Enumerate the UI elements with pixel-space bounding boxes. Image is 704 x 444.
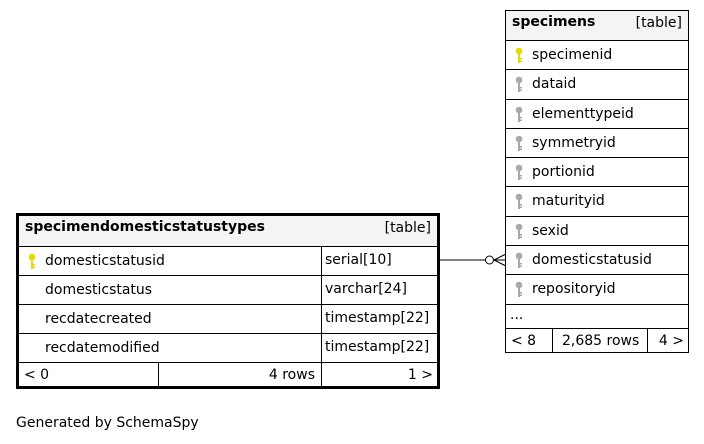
specimens-table-row[interactable]: sexid bbox=[506, 217, 688, 247]
column-name[interactable]: recdatecreated bbox=[45, 311, 152, 327]
column-name[interactable]: repositoryid bbox=[532, 281, 616, 298]
main-row-count: 4 rows bbox=[268, 367, 315, 383]
specimens-children-count[interactable]: 4 > bbox=[658, 332, 684, 349]
foreign-key-icon bbox=[513, 222, 525, 240]
foreign-key-icon bbox=[513, 75, 525, 93]
specimens-table-row[interactable]: domesticstatusid bbox=[506, 246, 688, 276]
specimens-ellipsis-row: ... bbox=[506, 305, 688, 329]
more-columns-ellipsis: ... bbox=[510, 306, 524, 323]
column-name[interactable]: maturityid bbox=[532, 193, 605, 210]
column-name[interactable]: sexid bbox=[532, 222, 569, 239]
specimens-table-row[interactable]: symmetryid bbox=[506, 129, 688, 159]
foreign-key-icon bbox=[513, 134, 525, 152]
primary-key-icon bbox=[513, 46, 525, 64]
column-type: varchar[24] bbox=[321, 276, 407, 304]
main-table-kind: [table] bbox=[384, 220, 431, 236]
specimens-table-row[interactable]: maturityid bbox=[506, 187, 688, 217]
main-table-header: specimendomesticstatustypes [table] bbox=[19, 216, 437, 247]
crowfoot-top bbox=[493, 253, 507, 261]
crowfoot-bottom bbox=[493, 259, 507, 267]
column-name[interactable]: portionid bbox=[532, 164, 595, 181]
column-name[interactable]: domesticstatusid bbox=[45, 253, 165, 269]
column-name[interactable]: recdatemodified bbox=[45, 340, 160, 356]
main-table[interactable]: specimendomesticstatustypes [table] dome… bbox=[16, 213, 440, 389]
column-name[interactable]: specimenid bbox=[532, 47, 613, 63]
main-table-footer: < 0 4 rows 1 > bbox=[19, 363, 437, 387]
foreign-key-icon bbox=[513, 251, 525, 269]
specimens-table-footer: < 8 2,685 rows 4 > bbox=[506, 328, 688, 353]
generated-by-footer: Generated by SchemaSpy bbox=[16, 415, 199, 431]
foreign-key-icon bbox=[513, 163, 525, 181]
specimens-table-row[interactable]: elementtypeid bbox=[506, 100, 688, 129]
main-table-row[interactable]: domesticstatus varchar[24] bbox=[19, 276, 437, 305]
column-type: serial[10] bbox=[321, 247, 392, 275]
zero-cardinality-marker bbox=[485, 255, 494, 265]
column-type: timestamp[22] bbox=[321, 305, 429, 333]
main-parents-count[interactable]: < 0 bbox=[24, 367, 50, 383]
specimens-table-row[interactable]: dataid bbox=[506, 70, 688, 100]
main-table-row[interactable]: recdatecreated timestamp[22] bbox=[19, 305, 437, 334]
main-table-row[interactable]: domesticstatusid serial[10] bbox=[19, 247, 437, 276]
specimens-table-row[interactable]: repositoryid bbox=[506, 275, 688, 305]
column-name[interactable]: dataid bbox=[532, 76, 577, 93]
main-table-name[interactable]: specimendomesticstatustypes bbox=[25, 219, 265, 235]
column-name[interactable]: elementtypeid bbox=[532, 105, 634, 122]
main-children-count[interactable]: 1 > bbox=[407, 367, 433, 383]
specimens-table[interactable]: specimens [table] specimenid dataid elemen… bbox=[505, 10, 689, 353]
primary-key-icon bbox=[26, 252, 38, 270]
specimens-table-row[interactable]: specimenid bbox=[506, 41, 688, 71]
main-table-row[interactable]: recdatemodified timestamp[22] bbox=[19, 334, 437, 363]
foreign-key-icon bbox=[513, 280, 525, 298]
foreign-key-icon bbox=[513, 105, 525, 123]
specimens-parents-count[interactable]: < 8 bbox=[511, 332, 537, 349]
specimens-table-header: specimens [table] bbox=[506, 11, 688, 41]
column-name[interactable]: domesticstatus bbox=[45, 282, 153, 298]
column-name[interactable]: symmetryid bbox=[532, 134, 616, 151]
column-name[interactable]: domesticstatusid bbox=[532, 252, 652, 269]
specimens-table-kind: [table] bbox=[635, 15, 682, 31]
specimens-row-count: 2,685 rows bbox=[562, 332, 640, 349]
column-type: timestamp[22] bbox=[321, 334, 429, 362]
specimens-table-row[interactable]: portionid bbox=[506, 158, 688, 188]
specimens-table-name[interactable]: specimens bbox=[512, 14, 596, 30]
foreign-key-icon bbox=[513, 192, 525, 210]
